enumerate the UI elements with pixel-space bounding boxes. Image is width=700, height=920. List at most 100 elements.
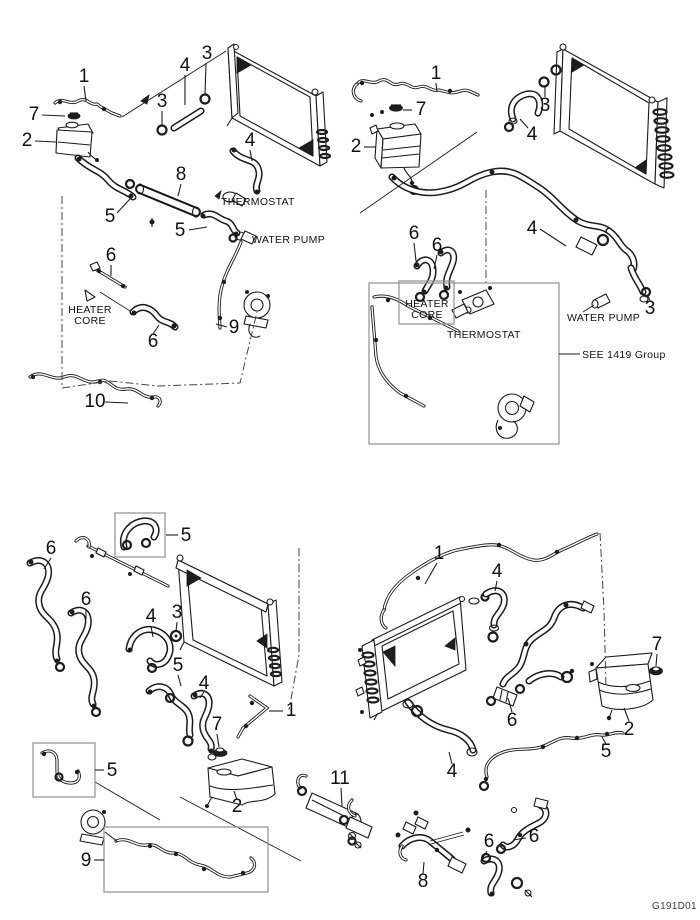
callout-number: 7: [212, 714, 223, 735]
callout-number: 2: [22, 130, 33, 151]
callout-number: 2: [351, 136, 362, 157]
engine-pipes: [370, 294, 460, 408]
callout-leader-line: [601, 736, 607, 745]
callout-leader-line: [199, 691, 205, 699]
callout-number: 3: [157, 91, 168, 112]
callout-number: 4: [180, 55, 191, 76]
boxed-hose-top: [119, 517, 160, 551]
heater-core-arrow: [84, 289, 131, 312]
callout-leader-line: [519, 118, 529, 129]
callout-leader-line: [655, 653, 658, 667]
callout-leader-line: [435, 82, 438, 93]
upper-radiator-hose: [125, 626, 174, 674]
callout-number: 5: [107, 760, 118, 781]
upper-radiator-hose: [156, 93, 211, 136]
lower-radiator-hose: [229, 147, 263, 195]
heater-hose-left: [26, 557, 66, 673]
centerline: [599, 532, 607, 689]
callout-number: 3: [645, 298, 656, 319]
figure-code: G191D01: [652, 901, 697, 912]
callout-number: 8: [176, 164, 187, 185]
callout-number: 9: [229, 317, 240, 338]
callout-leader-line: [177, 674, 182, 687]
coolant-reservoir-illustration: [588, 652, 654, 721]
coolant-reservoir-illustration: [369, 110, 422, 196]
callout-leader-line: [340, 787, 343, 807]
callout-number: 1: [434, 543, 445, 564]
callout-number: 5: [181, 525, 192, 546]
callout-number: 10: [84, 391, 105, 412]
callout-leader-line: [623, 707, 630, 722]
callout-leader-line: [249, 149, 253, 162]
callout-number: 6: [507, 710, 518, 731]
callout-number: 6: [148, 331, 159, 352]
radiator-illustration: [538, 43, 675, 189]
callout-leader-line: [215, 323, 228, 328]
callout-leader-line: [83, 85, 87, 102]
callout-leader-line: [116, 198, 131, 214]
callout-number: 2: [624, 719, 635, 740]
callout-number: 6: [409, 223, 420, 244]
water-pump-illustration: [582, 293, 611, 313]
callout-leader-line: [507, 697, 513, 713]
radiator-illustration: [355, 592, 490, 721]
centerline: [288, 548, 300, 711]
reservoir-outlet-hose: [74, 154, 137, 201]
grouping-line: [94, 781, 161, 821]
callout-leader-line: [188, 226, 208, 231]
throttle-body-illustration: [243, 290, 271, 338]
callout-leader-line: [233, 790, 238, 801]
heater-hose: [129, 303, 179, 331]
callout-leader-line: [104, 401, 129, 404]
callout-leader-line: [539, 228, 567, 247]
callout-number: 4: [245, 130, 256, 151]
reservoir-hose: [379, 532, 599, 630]
part-label: WATER PUMP: [252, 234, 325, 246]
callout-leader-line: [204, 62, 207, 95]
callout-leader-line: [41, 114, 66, 117]
thermostat-illustration: [451, 286, 495, 319]
callout-leader-line: [422, 861, 425, 875]
callout-number: 7: [29, 104, 40, 125]
coolant-reservoir-illustration: [55, 121, 99, 163]
heater-pipe: [217, 240, 243, 330]
boxed-overflow-hose: [114, 838, 257, 879]
reservoir-cap-illustration: [212, 747, 228, 757]
callout-leader-line: [647, 295, 651, 302]
radiator-illustration: [226, 43, 332, 167]
part-group-box: [114, 512, 166, 558]
callout-leader-line: [34, 140, 57, 143]
lower-radiator-hose: [402, 698, 478, 757]
callout-number: 5: [173, 655, 184, 676]
radiator-illustration: [169, 554, 283, 687]
callout-number: 8: [418, 871, 429, 892]
reservoir-hose: [351, 78, 480, 103]
throttle-body-illustration: [495, 393, 535, 439]
reservoir-cap-illustration: [649, 666, 663, 676]
callout-number: 7: [416, 99, 427, 120]
pump-hose: [145, 683, 194, 747]
upper-radiator-hose: [503, 90, 544, 133]
part-group-box: [398, 280, 455, 325]
callout-number: 4: [199, 673, 210, 694]
callout-number: 6: [484, 831, 495, 852]
callout-number: 6: [81, 589, 92, 610]
heater-hose-lower-left: [480, 852, 533, 898]
reservoir-pipe: [236, 694, 270, 739]
part-label: WATER PUMP: [567, 312, 640, 324]
heater-hose-right: [67, 606, 102, 718]
overflow-hose: [28, 372, 162, 408]
reservoir-cap-illustration: [389, 104, 403, 112]
callout-number: 4: [527, 218, 538, 239]
part-label: SEE 1419 Group: [582, 349, 666, 361]
callout-number: 4: [447, 761, 458, 782]
callout-number: 1: [431, 63, 442, 84]
callout-number: 1: [286, 700, 297, 721]
callout-number: 3: [202, 43, 213, 64]
